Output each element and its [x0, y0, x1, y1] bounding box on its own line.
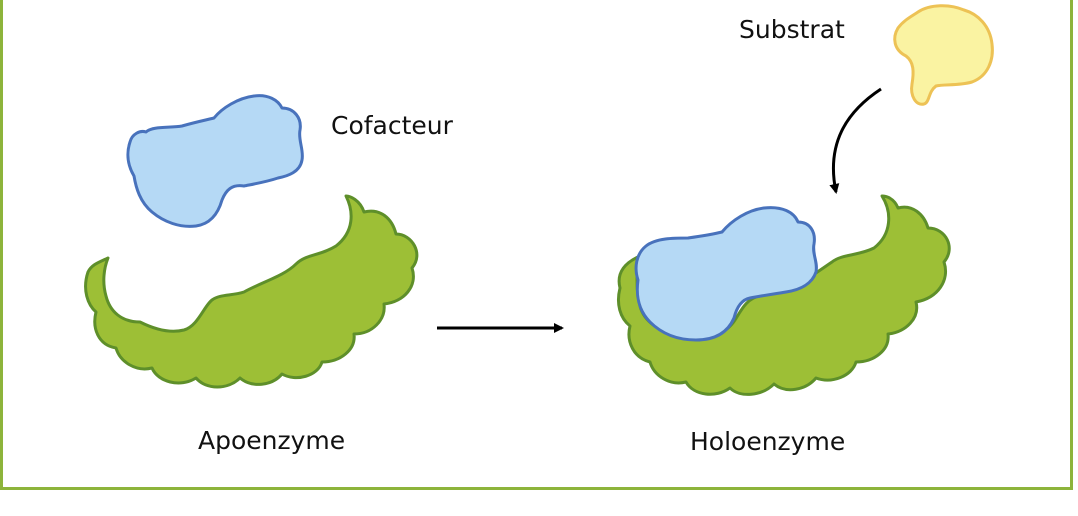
substrate-binding-arrow	[829, 87, 882, 194]
holoenzyme-label: Holoenzyme	[690, 427, 846, 456]
substrate-shape	[893, 4, 994, 106]
cofactor-shape	[126, 94, 304, 228]
holoenzyme-cofactor-shape	[634, 206, 818, 342]
apoenzyme-label: Apoenzyme	[198, 426, 346, 455]
apoenzyme-shape	[84, 194, 419, 389]
diagram-frame	[0, 0, 1073, 490]
cofactor-label: Cofacteur	[331, 111, 453, 140]
holoenzyme-enzyme-shape	[616, 194, 951, 396]
substrate-label: Substrat	[739, 15, 845, 44]
